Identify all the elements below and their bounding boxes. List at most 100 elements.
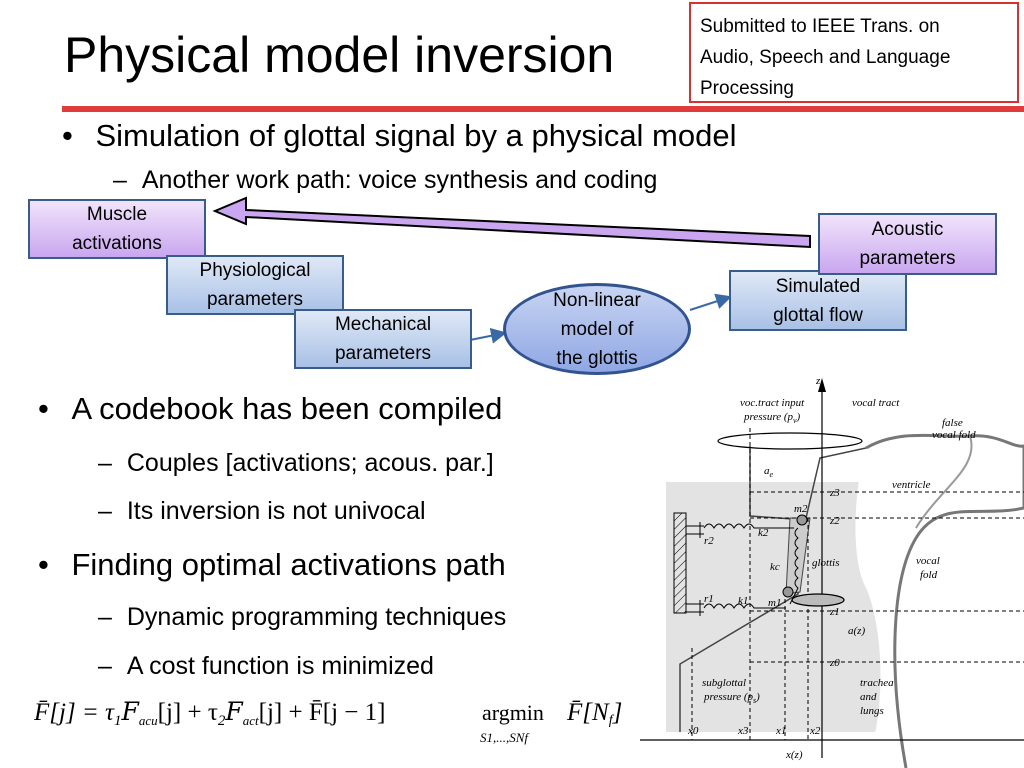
box-line: activations — [72, 233, 162, 254]
box-line: parameters — [206, 289, 304, 310]
fig-label-kc: kc — [770, 561, 780, 573]
svg-text:pressure (ps): pressure (ps) — [703, 691, 760, 705]
sub-bullet-3: – Its inversion is not univocal — [98, 495, 426, 527]
fig-label-trachea: trachea — [860, 677, 894, 689]
dash-glyph: – — [98, 652, 112, 680]
formula-argmin: argmin — [482, 700, 544, 725]
arrow-model-to-flow — [689, 293, 732, 311]
sub-bullet-1: – Another work path: voice synthesis and… — [113, 164, 657, 196]
formula-t3: F — [224, 697, 244, 726]
formula-rhs-close: ] — [612, 699, 623, 726]
note-line-2: Audio, Speech and Language — [700, 47, 951, 68]
simulated-glottal-flow-box: Simulated glottal flow — [729, 270, 907, 331]
fig-label-m2: m2 — [794, 503, 808, 515]
box-line: Physiological — [199, 260, 311, 281]
note-line-3: Processing — [700, 78, 794, 99]
bullet-2: • A codebook has been compiled — [38, 389, 502, 429]
note-line-1: Submitted to IEEE Trans. on — [700, 16, 940, 37]
sub-bullet-text: A cost function is minimized — [126, 652, 434, 680]
fig-label-z0: z0 — [829, 657, 840, 669]
nonlinear-model-ellipse: Non-linear model of the glottis — [503, 283, 691, 375]
formula-rhs-sub: f — [609, 713, 615, 728]
svg-text:ae: ae — [764, 465, 774, 479]
fig-label-vocal: vocal — [916, 555, 940, 567]
fig-label-vocal-tract: vocal tract — [852, 397, 900, 409]
arrow-mech-to-model — [469, 327, 507, 344]
fig-label-ventricle: ventricle — [892, 479, 931, 491]
bullet-3: • Finding optimal activations path — [38, 545, 506, 585]
formula-t3sub: act — [243, 713, 259, 728]
fig-label-fold: fold — [920, 569, 938, 581]
sub-bullet-5: – A cost function is minimized — [98, 650, 434, 682]
formula-argmin-sub: S1,...,SNf — [480, 730, 530, 745]
fig-label-subglottal: subglottal — [702, 677, 746, 689]
dash-glyph: – — [98, 497, 112, 525]
cost-function-formula: F̄[j] = τ1Facu[j] + τ2Fact[j] + F̄[j − 1… — [34, 697, 623, 745]
fig-label-ae-sub: e — [770, 470, 774, 479]
formula-t2: [j] + τ — [158, 699, 218, 726]
arrow-acoustic-to-muscle — [212, 196, 811, 249]
fig-label-x3: x3 — [737, 725, 749, 737]
fig-label-az: a(z) — [848, 625, 865, 637]
sub-bullet-4: – Dynamic programming techniques — [98, 601, 506, 633]
box-line: parameters — [859, 248, 956, 269]
fig-label-k1: k1 — [738, 595, 748, 607]
muscle-activations-box: Muscle activations — [28, 199, 206, 259]
box-line: Simulated — [775, 275, 861, 297]
fig-label-and: and — [860, 691, 877, 703]
fig-label-z1: z1 — [829, 606, 840, 618]
fig-label-ps-sub: s — [753, 696, 756, 705]
fig-label-pv-sub: v — [793, 416, 797, 425]
fig-label-z2: z2 — [829, 515, 840, 527]
bullet-text: Simulation of glottal signal by a physic… — [95, 118, 737, 153]
box-line: the glottis — [556, 347, 638, 369]
bullet-text: A codebook has been compiled — [71, 391, 503, 426]
bullet-glyph: • — [62, 118, 73, 153]
sub-bullet-text: Couples [activations; acous. par.] — [126, 449, 494, 477]
svg-text:F̄[j] = τ1Facu[j] + τ2Fact[j]: F̄[j] = τ1Facu[j] + τ2Fact[j] + F̄[j − 1… — [34, 697, 385, 729]
fig-label-x1: x1 — [775, 725, 786, 737]
fig-label-pressure-pv: pressure (p — [743, 411, 793, 423]
title-underline — [62, 106, 1024, 112]
formula-t1: F — [121, 697, 141, 726]
fig-label-m1: m1 — [768, 597, 781, 609]
formula-t4: [j] + F̄[j − 1] — [259, 699, 386, 726]
box-line: parameters — [334, 343, 432, 364]
bullet-glyph: • — [38, 547, 49, 582]
fig-label-xz: x(z) — [785, 749, 803, 761]
dash-glyph: – — [113, 166, 127, 194]
box-line: model of — [560, 318, 634, 340]
physiological-parameters-box: Physiological parameters — [166, 255, 344, 315]
mechanical-parameters-box: Mechanical parameters — [294, 309, 472, 369]
sub-bullet-text: Dynamic programming techniques — [126, 603, 507, 631]
box-line: Non-linear — [553, 289, 641, 311]
fig-label-pressure-ps: pressure (p — [703, 691, 753, 703]
fig-label-x0: x0 — [687, 725, 699, 737]
fig-label-r2: r2 — [704, 535, 714, 547]
fig-label-z: z — [815, 375, 821, 387]
fig-label-z3: z3 — [829, 487, 840, 499]
fig-label-ae: a — [764, 465, 770, 477]
bullet-1: • Simulation of glottal signal by a phys… — [62, 116, 737, 156]
dash-glyph: – — [98, 449, 112, 477]
box-line: Muscle — [86, 204, 148, 225]
box-line: glottal flow — [773, 304, 863, 326]
fig-label-r1: r1 — [704, 593, 714, 605]
fig-label-glottis: glottis — [812, 557, 840, 569]
fig-label-false-2: vocal fold — [932, 429, 976, 441]
two-mass-glottis-figure: z voc.tract input pressure (pv) vocal tr… — [640, 375, 1024, 768]
sub-bullet-2: – Couples [activations; acous. par.] — [98, 447, 494, 479]
box-line: Mechanical — [334, 314, 432, 335]
bullet-text: Finding optimal activations path — [71, 547, 506, 582]
formula-t1sub: acu — [139, 713, 158, 728]
bullet-glyph: • — [38, 391, 49, 426]
formula-sub1: 1 — [114, 713, 122, 729]
fig-label-voc-tract-input: voc.tract input — [740, 397, 805, 409]
formula-sub2: 2 — [218, 713, 226, 729]
submission-note: Submitted to IEEE Trans. on Audio, Speec… — [689, 2, 1019, 103]
formula-rhs: F̄[N — [566, 699, 610, 726]
fig-label-false-1: false — [942, 417, 963, 429]
formula-lhs: F̄[j] = τ — [34, 699, 115, 726]
fig-label-k2: k2 — [758, 527, 769, 539]
